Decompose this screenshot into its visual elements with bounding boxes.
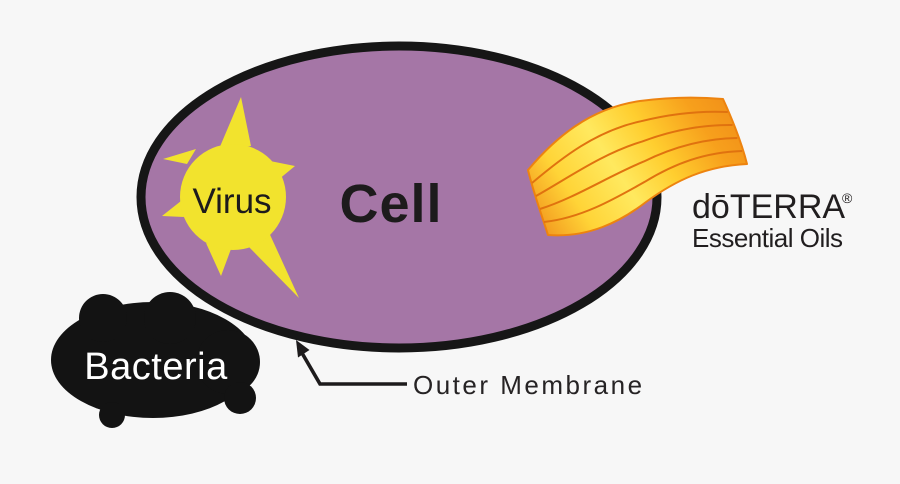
bacteria-label: Bacteria xyxy=(84,346,228,388)
cell-label: Cell xyxy=(339,174,442,234)
virus-spikes xyxy=(162,97,299,298)
membrane-arrow xyxy=(296,340,407,386)
virus-shape xyxy=(162,97,299,298)
essential-oil-ribbon-stripes xyxy=(531,110,743,223)
outer-membrane-label: Outer Membrane xyxy=(413,370,645,400)
bacteria-shape xyxy=(51,292,260,428)
registered-trademark-icon: ® xyxy=(842,190,853,206)
virus-label: Virus xyxy=(192,182,271,221)
cell-body xyxy=(136,41,662,353)
membrane-arrowhead-icon xyxy=(296,340,310,358)
brand-tagline: Essential Oils xyxy=(692,223,843,253)
essential-oil-ribbon xyxy=(527,96,748,237)
virus-core xyxy=(180,144,286,250)
brand-name: dōTERRA xyxy=(692,188,845,226)
membrane-arrow-line xyxy=(300,352,407,386)
